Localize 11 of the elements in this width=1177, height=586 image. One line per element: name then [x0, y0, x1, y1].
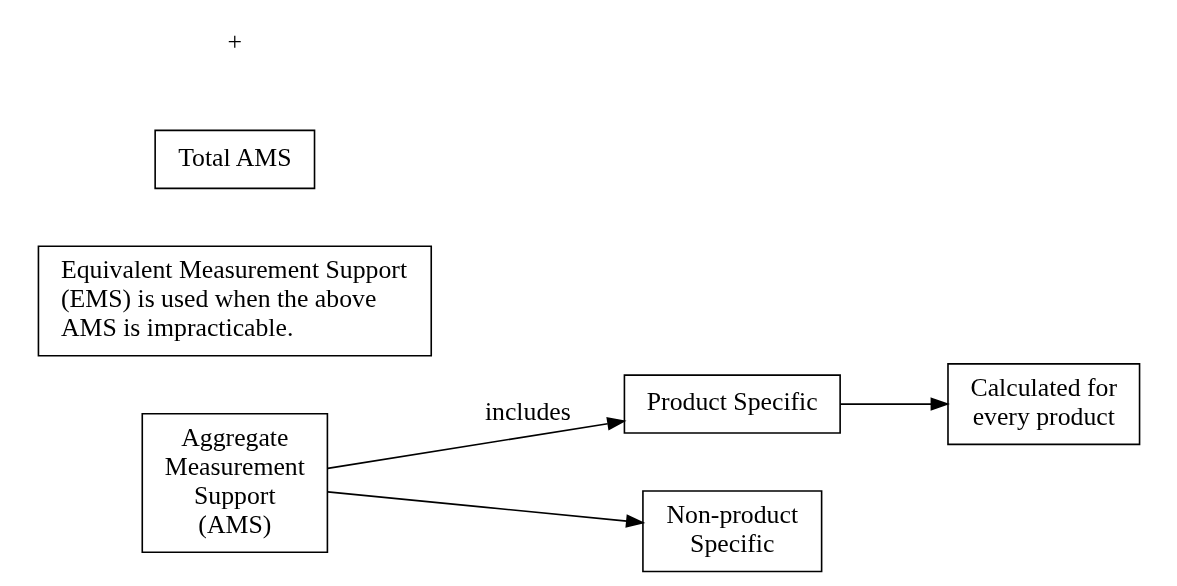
- node-box: Equivalent Measurement Support (EMS) is used when the above AMS is impracticable.: [37, 245, 432, 357]
- node-box: Calculated for every product: [946, 363, 1140, 446]
- node-box: Product Specific: [623, 374, 841, 434]
- node-box: Aggregate Measurement Support (AMS): [140, 412, 328, 553]
- arrow: [326, 491, 645, 528]
- label: +: [227, 26, 242, 56]
- arrow: [839, 397, 950, 411]
- arrow: [326, 417, 626, 470]
- node-box: Total AMS: [153, 129, 315, 190]
- node-box: Non-product Specific: [641, 490, 822, 573]
- edge-label: includes: [484, 396, 571, 426]
